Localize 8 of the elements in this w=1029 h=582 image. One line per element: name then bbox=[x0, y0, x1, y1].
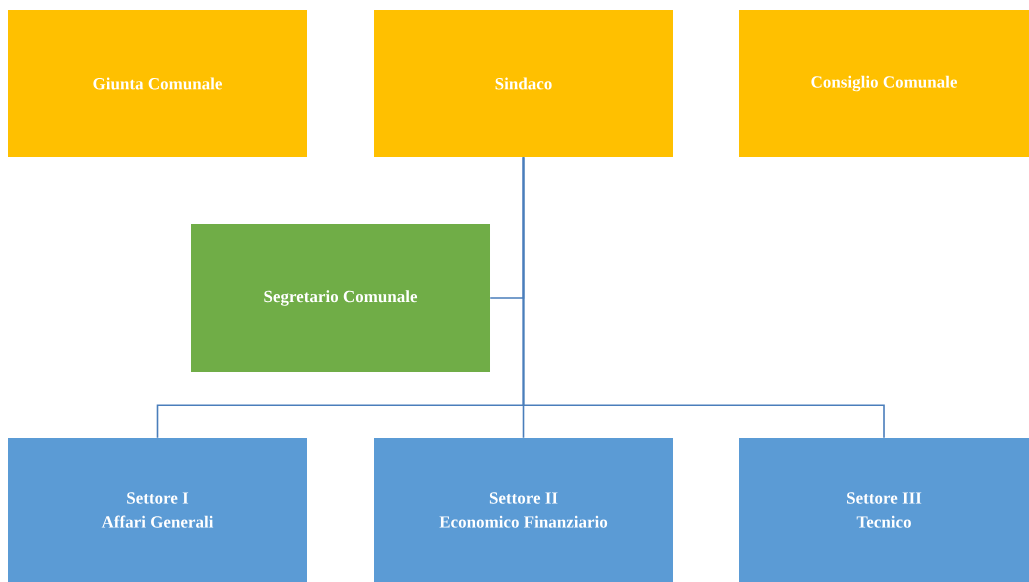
connector-line bbox=[522, 156, 885, 439]
organ-box: Giunta Comunale bbox=[8, 10, 307, 157]
sector-box: Settore II Economico Finanziario bbox=[374, 438, 673, 582]
sector-box: Settore I Affari Generali bbox=[8, 438, 307, 582]
sector-box: Settore III Tecnico bbox=[739, 438, 1029, 582]
office-box: Segretario Comunale bbox=[191, 224, 490, 372]
organ-box: Sindaco bbox=[374, 10, 673, 157]
organ-box: Consiglio Comunale bbox=[739, 10, 1029, 157]
